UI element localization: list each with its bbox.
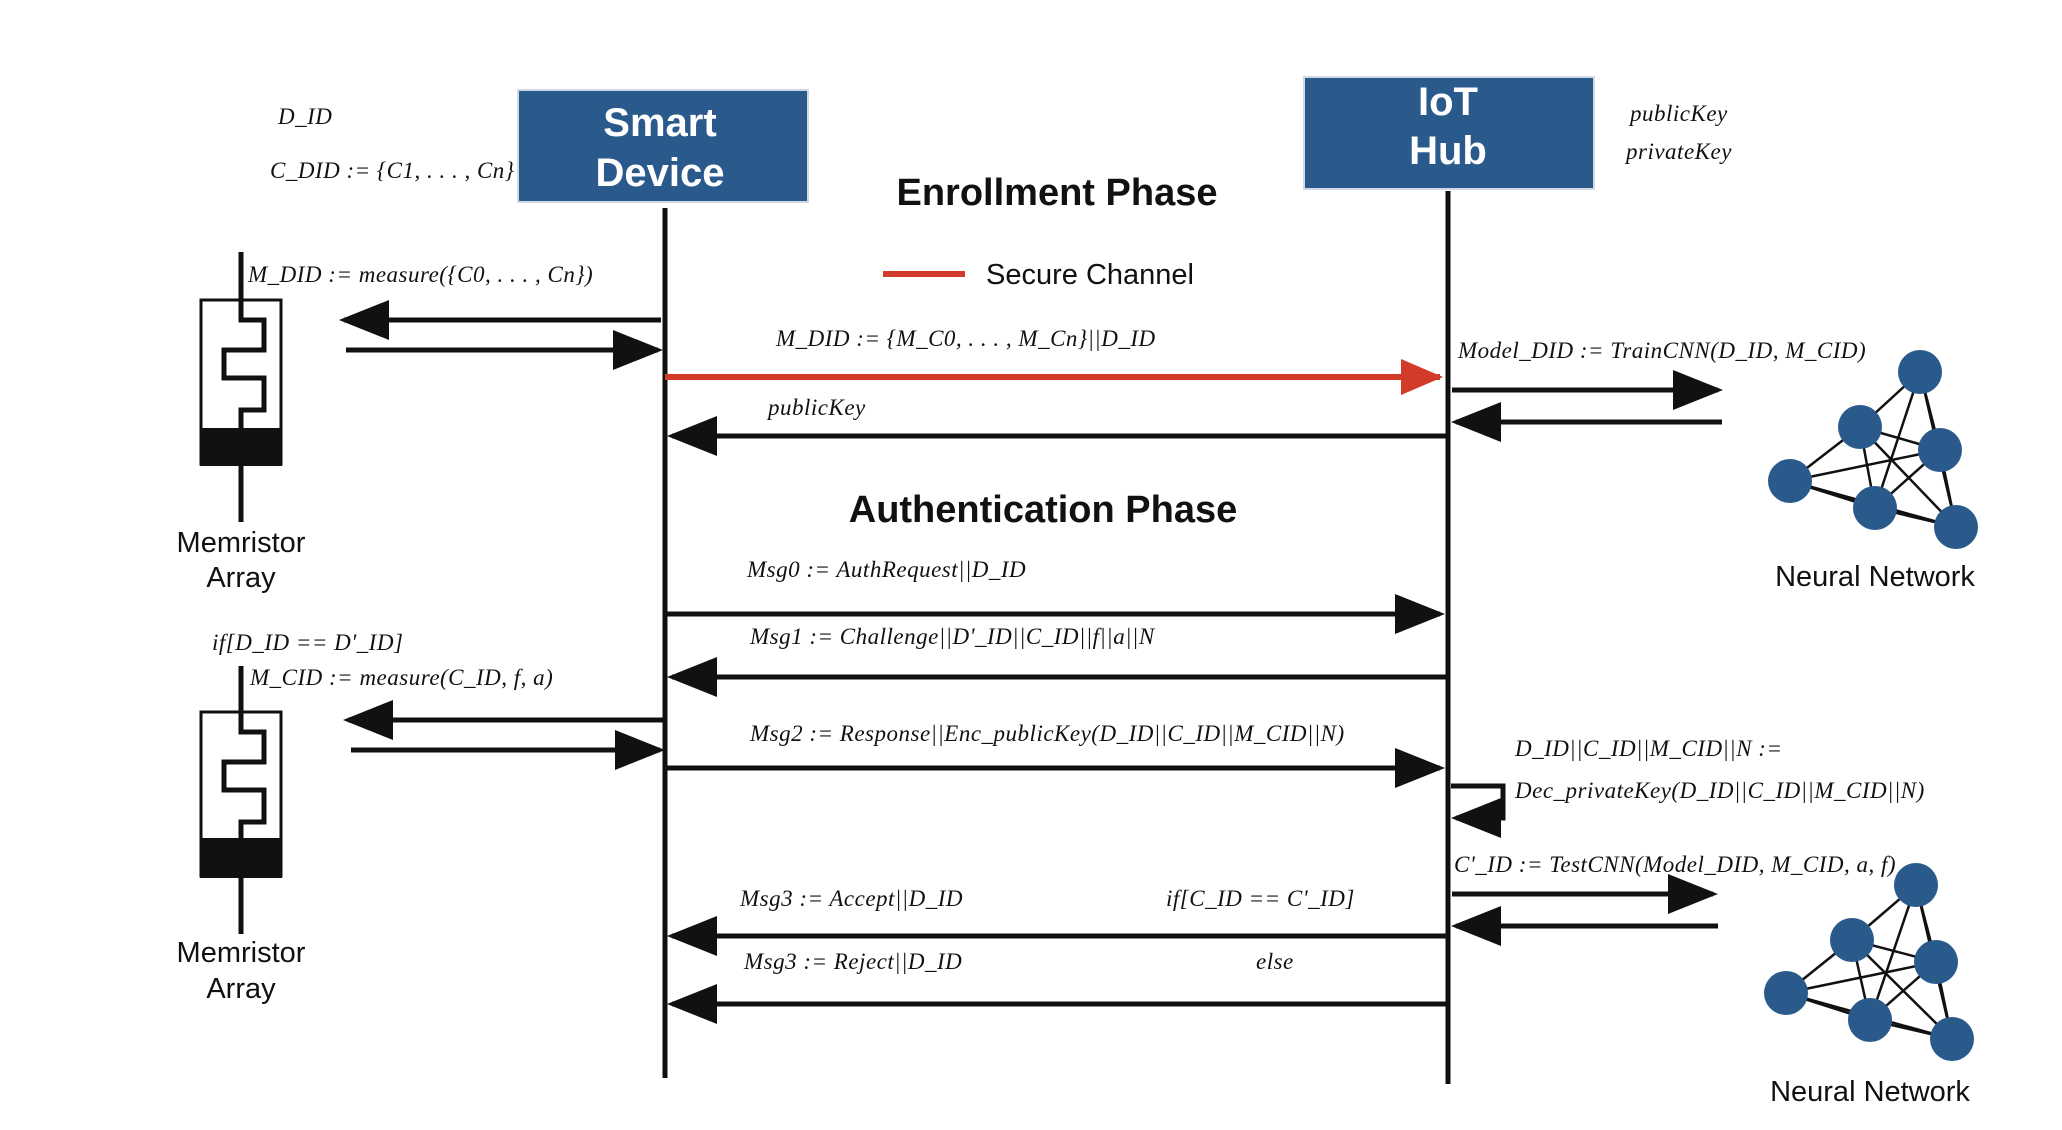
decrypt-rhs-label: Dec_privateKey(D_ID||C_ID||M_CID||N) — [1514, 778, 1925, 803]
decrypt-self-loop-arrow — [1451, 783, 1506, 838]
msg3-reject-label: Msg3 := Reject||D_ID — [743, 949, 962, 974]
memristor-array-1: Memristor Array — [177, 252, 306, 594]
memristor-array-2: Memristor Array — [177, 666, 306, 1005]
authentication-phase-title: Authentication Phase — [849, 489, 1238, 531]
msg2-label: Msg2 := Response||Enc_publicKey(D_ID||C_… — [749, 721, 1345, 746]
nn2-node — [1830, 918, 1874, 962]
iot-hub-label-line1: IoT — [1418, 80, 1478, 124]
neural-network-2: Neural Network — [1764, 863, 1974, 1108]
enrollment-phase-title: Enrollment Phase — [897, 172, 1218, 214]
nn1-node — [1934, 505, 1978, 549]
nn2-node — [1848, 998, 1892, 1042]
device-id-note: D_ID — [277, 104, 332, 129]
nn2-node — [1914, 940, 1958, 984]
memristor-array-2-label-line2: Array — [206, 973, 276, 1005]
measure-auth-label: M_CID := measure(C_ID, f, a) — [249, 665, 553, 690]
neural-network-1: Neural Network — [1768, 350, 1978, 593]
memristor-array-1-label-line2: Array — [206, 562, 276, 594]
secure-channel-legend-label: Secure Channel — [986, 259, 1194, 291]
public-key-message-label: publicKey — [766, 395, 866, 420]
enroll-message-label: M_DID := {M_C0, . . . , M_Cn}||D_ID — [775, 326, 1156, 351]
else-label: else — [1256, 949, 1294, 974]
nn2-node — [1764, 971, 1808, 1015]
challenge-set-note: C_DID := {C1, . . . , Cn} — [270, 158, 514, 183]
nn1-node — [1898, 350, 1942, 394]
nn2-node — [1894, 863, 1938, 907]
nn1-node — [1918, 428, 1962, 472]
test-cnn-label: C'_ID := TestCNN(Model_DID, M_CID, a, f) — [1454, 852, 1896, 877]
hub-public-key: publicKey — [1628, 101, 1728, 126]
smart-device-box: Smart Device — [517, 89, 809, 203]
memristor-array-2-label-line1: Memristor — [177, 937, 306, 969]
nn2-node — [1930, 1017, 1974, 1061]
msg3-accept-label: Msg3 := Accept||D_ID — [739, 886, 963, 911]
hub-private-key: privateKey — [1624, 139, 1732, 164]
smart-device-label-line1: Smart — [603, 101, 716, 145]
nn1-node — [1838, 405, 1882, 449]
decrypt-lhs-label: D_ID||C_ID||M_CID||N := — [1514, 736, 1782, 761]
nn1-node — [1853, 486, 1897, 530]
train-cnn-label: Model_DID := TrainCNN(D_ID, M_CID) — [1457, 338, 1866, 363]
smart-device-label-line2: Device — [596, 151, 725, 195]
neural-network-2-label: Neural Network — [1770, 1076, 1970, 1108]
msg0-label: Msg0 := AuthRequest||D_ID — [746, 557, 1026, 582]
device-id-check-label: if[D_ID == D'_ID] — [212, 630, 403, 655]
neural-network-1-label: Neural Network — [1775, 561, 1975, 593]
memristor-array-1-label-line1: Memristor — [177, 527, 306, 559]
iot-hub-box: IoT Hub — [1303, 76, 1595, 190]
nn1-node — [1768, 459, 1812, 503]
challenge-match-check-label: if[C_ID == C'_ID] — [1166, 886, 1355, 911]
measure-enroll-label: M_DID := measure({C0, . . . , Cn}) — [247, 262, 593, 287]
msg1-label: Msg1 := Challenge||D'_ID||C_ID||f||a||N — [749, 624, 1156, 649]
iot-hub-label-line2: Hub — [1409, 129, 1487, 173]
